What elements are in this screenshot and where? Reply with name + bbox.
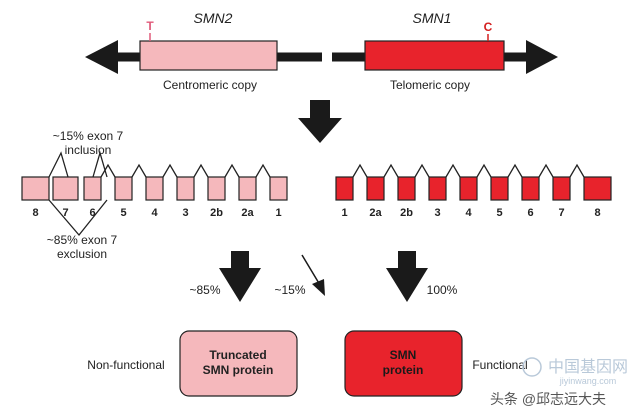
truncated-protein-box: Truncated SMN protein [179,330,298,397]
smn2-caption: Centromeric copy [163,78,257,92]
smn1-exon-label: 2b [400,207,413,219]
exon7-splicing-paths [48,150,108,237]
smn2-exon-box [269,176,288,201]
smn2-gene-box [139,40,278,71]
smn1-intron-line [383,163,399,178]
smn2-intron-line [162,163,178,178]
right-down-arrow [386,251,428,302]
smn2-mutation-label: T [146,19,154,33]
smn-protein-box: SMN protein [344,330,463,397]
smn1-exon-label: 2a [369,207,382,219]
smn1-intron-line [476,163,492,178]
smn2-intron-line [100,163,116,178]
smn1-mutation-label: C [484,20,493,34]
smn1-gene-box [364,40,505,71]
smn1-gene: C SMN1 Telomeric copy [332,10,558,92]
smn1-exon-box [366,176,385,201]
percent-15-label: ~15% [274,283,305,297]
smn2-exon-label: 7 [62,207,68,219]
smn2-intron-line [193,163,209,178]
smn1-exon-box [521,176,540,201]
smn2-exon-box [238,176,257,201]
smn2-gene: T SMN2 Centromeric copy [85,10,322,92]
smn1-exon-label: 3 [434,207,440,219]
diagonal-arrow-shaft [301,254,321,286]
watermark-site-url: jiyinwang.com [559,376,617,386]
smn1-intron-line [352,163,368,178]
smn1-exon-label: 5 [496,207,502,219]
smn2-exon-label: 5 [120,207,126,219]
smn2-exon-box [21,176,50,201]
smn2-title: SMN2 [194,10,233,26]
smn2-exon-box [52,176,79,201]
exon7-exclusion-path [48,199,108,237]
truncated-protein-line1: Truncated [209,348,266,362]
smn1-intron-line [507,163,523,178]
smn-protein-line2: protein [383,363,424,377]
inclusion-label-line2: inclusion [65,143,112,157]
smn1-exon-label: 6 [527,207,533,219]
smn1-exon-label: 4 [465,207,472,219]
smn2-exon-box [83,176,102,201]
smn2-arrowhead [85,40,118,74]
smn1-exon-label: 7 [558,207,564,219]
smn1-intron-line [414,163,430,178]
smn2-exon-label: 6 [89,207,95,219]
smn1-exon-box [583,176,612,201]
exclusion-label-line1: ~85% exon 7 [47,233,118,247]
smn2-exon-row: 8 7 6 5 4 3 2b 2a 1 [21,163,288,219]
smn2-intron-line [224,163,240,178]
smn-protein-line1: SMN [390,348,417,362]
exon7-inclusion-path-a [48,151,69,178]
smn2-exon-box [176,176,195,201]
smn1-exon-label: 8 [594,207,600,219]
smn1-arrowhead [526,40,558,74]
inclusion-label-line1: ~15% exon 7 [53,129,124,143]
smn1-exon-box [335,176,354,201]
smn2-exon-label: 1 [275,207,281,219]
watermark-author: 头条 @邱志远大夫 [490,391,606,407]
smn1-exon-box [397,176,416,201]
smn1-intron-line [445,163,461,178]
smn1-exon-box [490,176,509,201]
smn1-exon-box [428,176,447,201]
watermark-site-cn: 中国基因网 [548,358,628,376]
smn2-exon-label: 4 [151,207,158,219]
smn1-title: SMN1 [413,10,452,26]
smn2-exon-label: 2b [210,207,223,219]
smn1-caption: Telomeric copy [390,78,470,92]
smn2-exon-box [145,176,164,201]
functional-label: Functional [472,358,527,372]
watermark-logo-icon [522,357,542,377]
smn1-exon-box [459,176,478,201]
percent-85-label: ~85% [189,283,220,297]
exon7-inclusion-path-b [92,150,108,178]
exclusion-label-line2: exclusion [57,247,107,261]
smn1-exon-box [552,176,571,201]
truncated-protein-line2: SMN protein [203,363,274,377]
smn2-exon-label: 2a [241,207,254,219]
truncated-protein-shape [179,330,298,397]
smn1-exon-label: 1 [341,207,347,219]
smn1-exon-row: 1 2a 2b 3 4 5 6 7 8 [335,163,612,219]
watermark: 中国基因网 jiyinwang.com 头条 @邱志远大夫 [490,357,628,407]
smn2-exon-box [114,176,133,201]
smn-protein-shape [344,330,463,397]
smn1-intron-line [569,163,585,178]
percent-100-label: 100% [427,283,458,297]
smn2-exon-label: 3 [182,207,188,219]
smn1-intron-line [538,163,554,178]
diagonal-arrow-head [312,279,325,296]
smn2-exon-box [207,176,226,201]
smn2-intron-line [131,163,147,178]
smn2-intron-line [255,163,271,178]
smn2-exon-label: 8 [32,207,38,219]
non-functional-label: Non-functional [87,358,164,372]
processing-down-arrow [298,100,342,143]
left-down-arrow [219,251,261,302]
